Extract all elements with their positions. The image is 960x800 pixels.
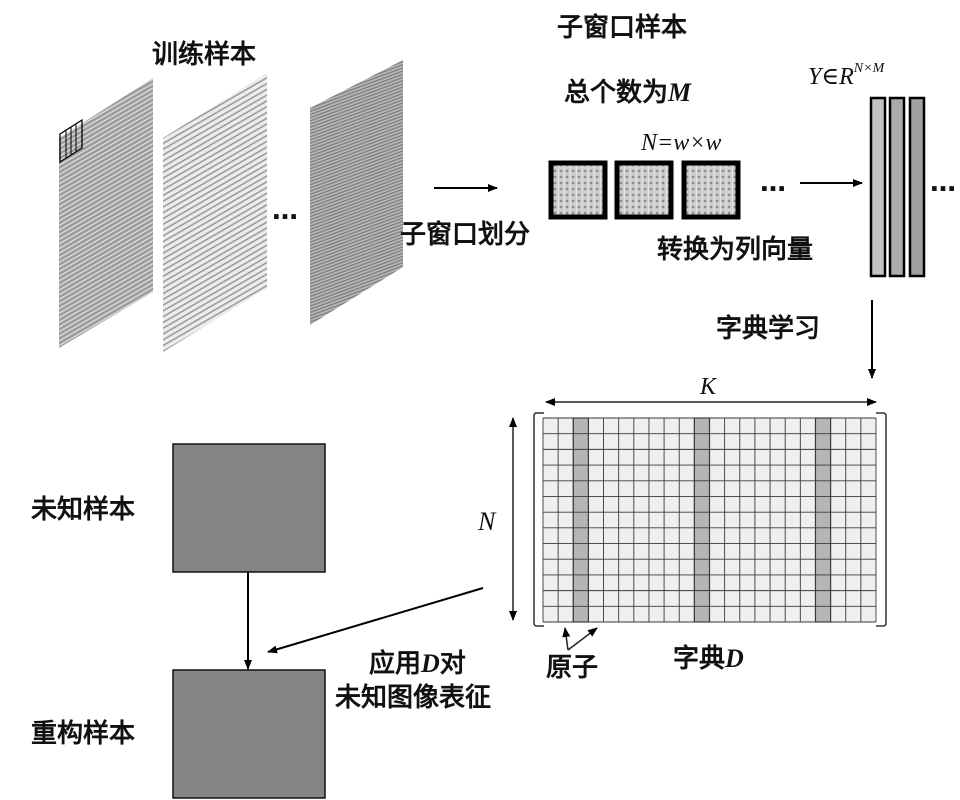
convert-to-column-label: 转换为列向量 xyxy=(657,235,814,265)
dictionary-name-symbol: D xyxy=(725,644,744,673)
atom-label: 原子 xyxy=(546,653,599,683)
subwindow-marker xyxy=(59,118,83,164)
atom-pointer-arrow-2 xyxy=(567,627,598,651)
apply-dictionary-label-line1: 应用D对 xyxy=(369,649,466,679)
matrix-y-relation: ∈ xyxy=(821,64,840,90)
dictionary-name-prefix: 字典 xyxy=(673,644,726,674)
training-ellipsis: … xyxy=(272,196,298,226)
matrix-y-label: Y∈RN×M xyxy=(808,61,885,90)
column-vector xyxy=(888,96,906,278)
dictionary-left-bracket xyxy=(533,412,544,627)
subwindow-square xyxy=(548,160,608,220)
column-vectors xyxy=(869,96,926,278)
subwindow-split-label: 子窗口划分 xyxy=(400,220,531,250)
subwindow-title: 子窗口样本 xyxy=(557,13,688,43)
dictionary-right-bracket xyxy=(876,412,887,627)
subwindow-square xyxy=(614,160,674,220)
matrix-y-symbol: Y xyxy=(808,64,822,90)
apply-dictionary-arrow xyxy=(267,587,484,654)
apply-prefix: 应用 xyxy=(369,649,422,679)
reconstructed-sample-box xyxy=(172,669,326,799)
apply-symbol: D xyxy=(421,649,440,678)
training-panel-3 xyxy=(310,60,403,325)
training-panels xyxy=(59,60,403,352)
column-vector xyxy=(908,96,926,278)
matrix-y-superscript: N×M xyxy=(853,61,885,76)
unknown-sample-label: 未知样本 xyxy=(31,495,136,525)
training-panel-2 xyxy=(163,73,267,352)
dictionary-matrix xyxy=(542,417,877,623)
subwindow-ellipsis: … xyxy=(760,168,786,198)
reconstructed-sample-label: 重构样本 xyxy=(31,719,136,749)
apply-suffix: 对 xyxy=(439,649,466,679)
subwindow-square xyxy=(681,160,741,220)
dictionary-name-label: 字典D xyxy=(673,644,744,674)
atom-pointer-arrow-1 xyxy=(562,627,571,651)
matrix-y-space: R xyxy=(839,64,854,90)
window-size-formula: N=w×w xyxy=(641,130,722,156)
dictionary-atom-column xyxy=(693,417,711,623)
subwindow-count-symbol: M xyxy=(668,78,692,107)
dictionary-k-label: K xyxy=(700,374,717,400)
training-panel-1 xyxy=(59,78,153,348)
column-ellipsis: … xyxy=(930,168,956,198)
column-vector xyxy=(869,96,887,278)
training-samples-title: 训练样本 xyxy=(152,40,257,70)
unknown-sample-box xyxy=(172,443,326,573)
subwindow-count-prefix: 总个数为 xyxy=(564,78,669,108)
subwindow-count: 总个数为M xyxy=(564,78,692,108)
dictionary-atom-column xyxy=(572,417,590,623)
apply-dictionary-label-line2: 未知图像表征 xyxy=(335,683,492,713)
dictionary-n-label: N xyxy=(478,507,496,536)
dictionary-learning-label: 字典学习 xyxy=(716,314,821,344)
dictionary-atom-column xyxy=(814,417,832,623)
subwindow-squares xyxy=(548,160,741,220)
